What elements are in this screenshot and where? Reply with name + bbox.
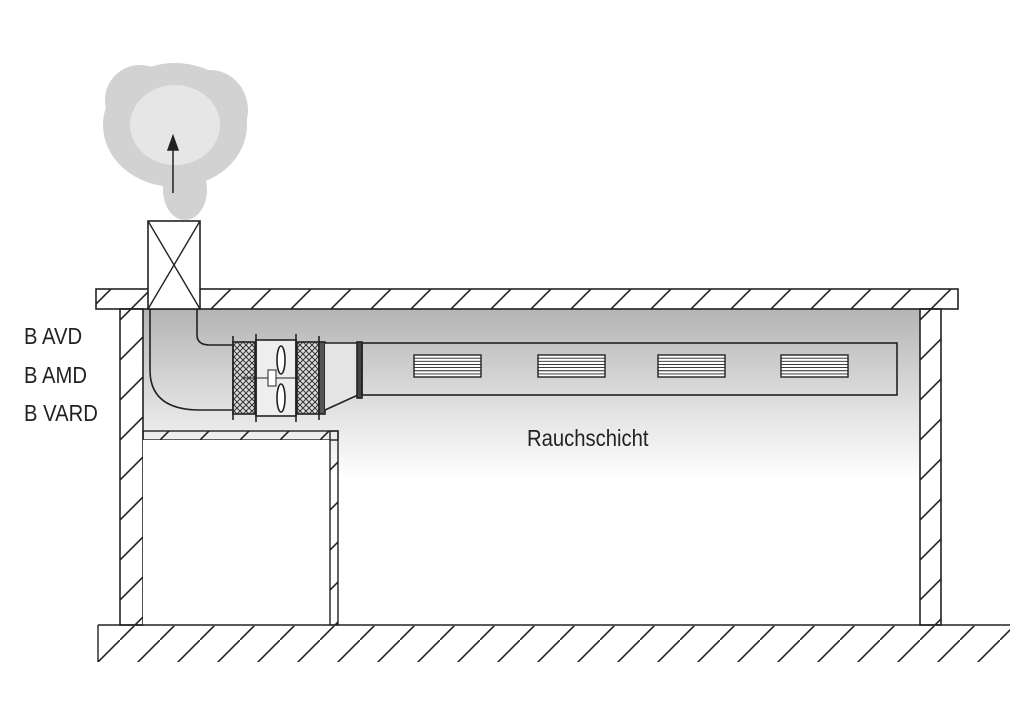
grille: [537, 354, 606, 378]
exhaust-duct: [361, 342, 898, 396]
device-label: B VARD: [24, 400, 98, 426]
inner-wall: [329, 430, 339, 626]
inner-ceiling: [142, 430, 339, 441]
smoke-layer-label: Rauchschicht: [527, 425, 649, 451]
device-label: B AMD: [24, 362, 87, 388]
grille: [413, 354, 482, 378]
fan-unit: [232, 334, 363, 422]
roof-slab: [95, 288, 959, 310]
grille: [657, 354, 726, 378]
inner-ceiling-fill: [143, 440, 330, 625]
device-label: B AVD: [24, 323, 83, 349]
grille: [780, 354, 849, 378]
smoke-cloud: [103, 63, 248, 220]
left-wall: [119, 308, 144, 626]
duct-elbow: [149, 309, 232, 411]
roof-outlet: [147, 220, 201, 310]
grilles: [413, 354, 849, 378]
right-wall: [919, 308, 942, 626]
arrow-up-icon: [166, 133, 180, 193]
fan-blade-icon: [276, 345, 286, 375]
floor: [97, 624, 1010, 662]
